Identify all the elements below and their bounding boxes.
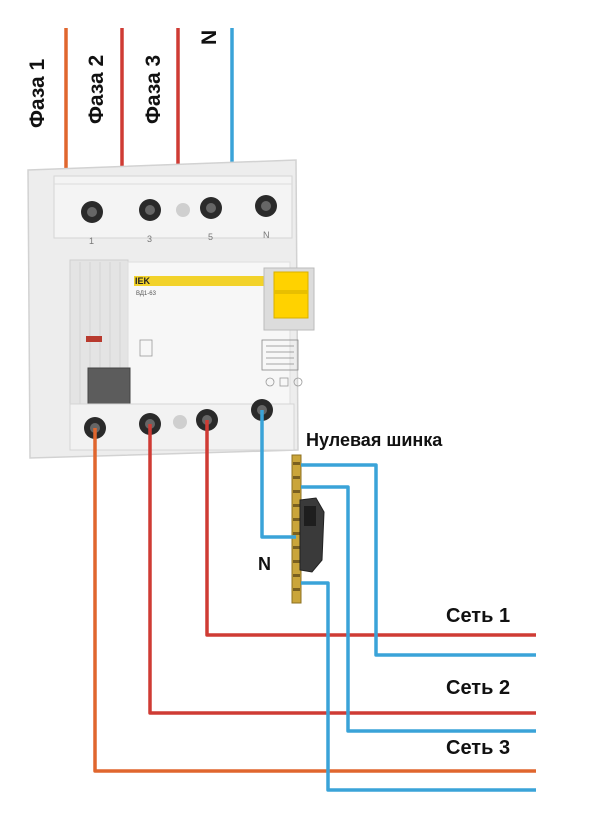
terminal-n-label: N (263, 230, 270, 240)
net3-neutral-wire (301, 581, 536, 792)
top-screws (81, 195, 277, 223)
net2-label: Сеть 2 (446, 677, 510, 699)
model-label: ВД1-63 (136, 291, 157, 297)
net2-phase-wire (148, 424, 536, 715)
neutral-side-label: N (258, 554, 271, 574)
net1-label: Сеть 1 (446, 605, 510, 627)
terminal-5-label: 5 (208, 232, 213, 242)
busbar-label: Нулевая шинка (306, 430, 443, 450)
neutral-top-label: N (198, 30, 221, 45)
top-wires (64, 28, 234, 175)
net2-neutral-wire (301, 485, 536, 733)
net3-phase-wire (93, 428, 536, 773)
top-labels: Фаза 1 Фаза 2 Фаза 3 N (26, 30, 221, 128)
cert-marks-icon (265, 377, 303, 387)
net1-neutral-wire (301, 463, 536, 657)
phase2-label: Фаза 2 (85, 55, 108, 124)
device-to-busbar-neutral-wire (260, 410, 296, 539)
schematic-icon (261, 339, 299, 371)
test-lever (273, 271, 309, 319)
test-button (87, 367, 131, 409)
outgoing-wires (93, 410, 536, 792)
top-terminal-numbers: 1 3 5 N (89, 230, 270, 246)
neutral-busbar (291, 454, 325, 604)
phase1-label: Фаза 1 (26, 58, 49, 128)
terminal-3-label: 3 (147, 234, 152, 244)
brand-logo: IEK (135, 276, 151, 286)
terminal-1-label: 1 (89, 236, 94, 246)
net3-label: Сеть 3 (446, 737, 510, 759)
phase3-label: Фаза 3 (142, 55, 165, 124)
indicator-window (86, 336, 102, 342)
rcd-device: 1 3 5 N IEK ВД1-63 (27, 159, 315, 459)
net1-phase-wire (205, 420, 536, 637)
brand-strip (134, 276, 264, 286)
rating-label-box (139, 339, 153, 357)
